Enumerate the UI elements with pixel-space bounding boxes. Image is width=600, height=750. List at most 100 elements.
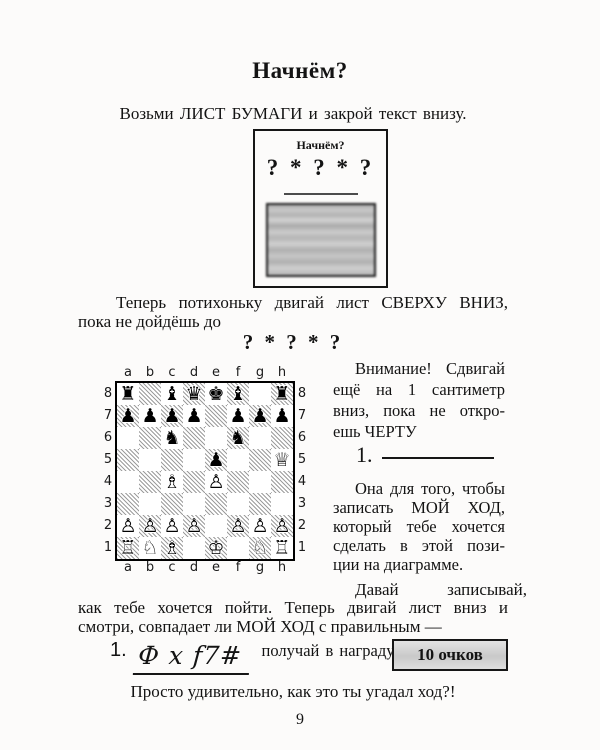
rank-label: 5 xyxy=(103,452,113,467)
chess-square xyxy=(205,405,227,427)
paper-sheet-illustration: Начнём? ? * ? * ? xyxy=(253,129,388,288)
black-bishop-icon: ♝ xyxy=(163,383,181,405)
chess-square xyxy=(205,515,227,537)
rank-label: 4 xyxy=(297,474,307,489)
black-knight-icon: ♞ xyxy=(229,427,247,449)
black-pawn-icon: ♟ xyxy=(207,449,225,471)
chess-square xyxy=(249,427,271,449)
white-pawn-icon: ♙ xyxy=(119,515,137,537)
answer-row: 1.Ф x f7#получай в награду xyxy=(110,639,395,679)
black-pawn-icon: ♟ xyxy=(119,405,137,427)
chess-square: ♘ xyxy=(249,537,271,559)
chess-square xyxy=(117,493,139,515)
chess-square xyxy=(271,471,293,493)
chess-square: ♟ xyxy=(205,449,227,471)
chess-square: ♞ xyxy=(161,427,183,449)
white-queen-icon: ♕ xyxy=(273,449,291,471)
explanation-line: записать МОЙ ХОД, xyxy=(333,498,505,517)
black-pawn-icon: ♟ xyxy=(229,405,247,427)
rank-label: 3 xyxy=(297,496,307,511)
record-instruction-start: Давай записывай, xyxy=(355,580,527,599)
file-label: b xyxy=(145,365,155,380)
chess-square xyxy=(117,449,139,471)
move-sheet-instruction: Теперь потихоньку двигай лист СВЕРХУ ВНИ… xyxy=(78,293,508,331)
rank-label: 7 xyxy=(103,408,113,423)
record-line: как тебе хочется пойти. Теперь двигай ли… xyxy=(78,598,508,617)
covered-text-region xyxy=(265,203,376,277)
file-label: g xyxy=(255,560,265,575)
chess-square: ♟ xyxy=(183,405,205,427)
white-knight-icon: ♘ xyxy=(251,537,269,559)
file-label: f xyxy=(235,365,241,380)
paper-sheet-title: Начнём? xyxy=(296,138,345,152)
intro-instruction: Возьми ЛИСТ БУМАГИ и закрой текст внизу. xyxy=(119,104,467,123)
chess-square: ♙ xyxy=(161,515,183,537)
white-pawn-icon: ♙ xyxy=(141,515,159,537)
white-bishop-icon: ♗ xyxy=(163,537,181,559)
file-label: c xyxy=(168,560,176,575)
page-number: 9 xyxy=(296,711,304,728)
rank-label: 8 xyxy=(103,386,113,401)
chess-square: ♞ xyxy=(227,427,249,449)
chess-square: ♝ xyxy=(227,383,249,405)
reward-text: получай в награду xyxy=(261,641,395,660)
white-pawn-icon: ♙ xyxy=(185,515,203,537)
chess-square xyxy=(249,383,271,405)
chess-square xyxy=(271,493,293,515)
white-pawn-icon: ♙ xyxy=(251,515,269,537)
white-rook-icon: ♖ xyxy=(119,537,137,559)
white-king-icon: ♔ xyxy=(207,537,225,559)
chess-square: ♗ xyxy=(161,471,183,493)
points-badge: 10 очков xyxy=(392,639,508,671)
file-label: c xyxy=(168,365,176,380)
write-in-blank xyxy=(381,455,494,459)
answer-move-number: 1. xyxy=(110,639,127,661)
chess-square xyxy=(139,383,161,405)
chess-square: ♛ xyxy=(183,383,205,405)
file-label: e xyxy=(212,560,220,575)
file-label: a xyxy=(124,365,132,380)
move-entry-line: 1. xyxy=(356,442,494,468)
white-bishop-icon: ♗ xyxy=(163,471,181,493)
rank-label: 3 xyxy=(103,496,113,511)
explanation-line: ции на диаграмме. xyxy=(333,555,464,574)
chess-square: ♙ xyxy=(271,515,293,537)
chess-square xyxy=(183,449,205,471)
chess-square: ♙ xyxy=(249,515,271,537)
file-label: e xyxy=(212,365,220,380)
rank-label: 5 xyxy=(297,452,307,467)
chess-square xyxy=(117,427,139,449)
chess-square: ♟ xyxy=(227,405,249,427)
black-king-icon: ♚ xyxy=(207,383,225,405)
chess-square xyxy=(117,471,139,493)
file-label: d xyxy=(189,560,199,575)
chess-square: ♙ xyxy=(117,515,139,537)
attention-note: Внимание! Сдвигай ещё на 1 сантиметр вни… xyxy=(333,358,505,442)
black-rook-icon: ♜ xyxy=(119,383,137,405)
black-rook-icon: ♜ xyxy=(273,383,291,405)
chess-square xyxy=(139,493,161,515)
black-knight-icon: ♞ xyxy=(163,427,181,449)
chess-board: ♜♝♛♚♝♜♟♟♟♟♟♟♟♞♞♟♕♗♙♙♙♙♙♙♙♙♖♘♗♔♘♖ xyxy=(115,381,295,561)
black-pawn-icon: ♟ xyxy=(185,405,203,427)
black-queen-icon: ♛ xyxy=(185,383,203,405)
white-rook-icon: ♖ xyxy=(273,537,291,559)
attention-line: Внимание! Сдвигай xyxy=(355,359,505,378)
attention-line: ешь ЧЕРТУ xyxy=(333,422,417,441)
chess-square xyxy=(205,427,227,449)
rank-label: 6 xyxy=(297,430,307,445)
chess-square xyxy=(139,471,161,493)
chess-square: ♙ xyxy=(139,515,161,537)
rank-label: 7 xyxy=(297,408,307,423)
chess-square xyxy=(227,471,249,493)
chess-square: ♜ xyxy=(117,383,139,405)
chess-square: ♚ xyxy=(205,383,227,405)
white-pawn-icon: ♙ xyxy=(229,515,247,537)
rank-label: 1 xyxy=(297,540,307,555)
black-bishop-icon: ♝ xyxy=(229,383,247,405)
explanation-line: сделать в этой пози- xyxy=(333,536,505,555)
